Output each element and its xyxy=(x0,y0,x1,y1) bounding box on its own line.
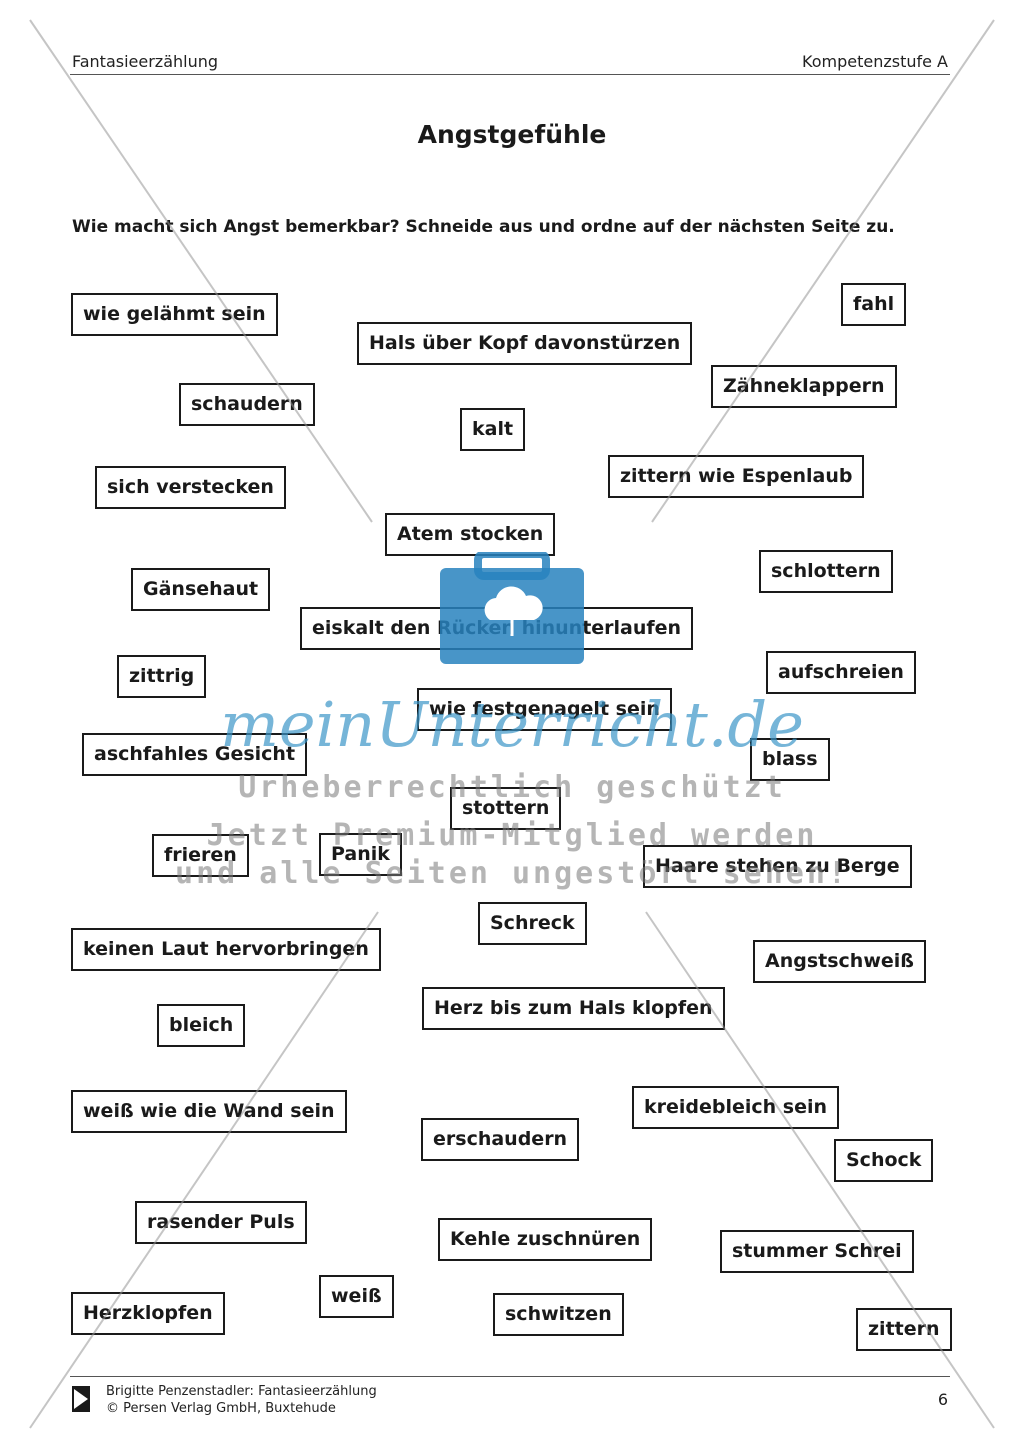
word-card: kreidebleich sein xyxy=(632,1086,840,1129)
word-card: frieren xyxy=(152,834,249,877)
word-card: schaudern xyxy=(179,383,315,426)
word-card: keinen Laut hervorbringen xyxy=(71,928,381,971)
word-card: schlottern xyxy=(759,550,893,593)
word-card: stottern xyxy=(450,787,562,830)
word-card: aufschreien xyxy=(766,651,916,694)
word-card: Gänsehaut xyxy=(131,568,271,611)
footer-author-line: Brigitte Penzenstadler: Fantasieerzählun… xyxy=(106,1384,377,1399)
word-card: stummer Schrei xyxy=(720,1230,914,1273)
word-card: zittern wie Espenlaub xyxy=(608,455,865,498)
word-card: Atem stocken xyxy=(385,513,556,556)
header-rule xyxy=(70,74,950,75)
word-card: Kehle zuschnüren xyxy=(438,1218,653,1261)
word-card: blass xyxy=(750,738,830,781)
word-card: Zähneklappern xyxy=(711,365,897,408)
word-card: Schreck xyxy=(478,902,587,945)
word-card: erschaudern xyxy=(421,1118,580,1161)
word-card: Hals über Kopf davonstürzen xyxy=(357,322,693,365)
footer-rule xyxy=(70,1376,950,1377)
word-card: zittrig xyxy=(117,655,207,698)
word-card: schwitzen xyxy=(493,1293,624,1336)
word-card: sich verstecken xyxy=(95,466,286,509)
word-card: wie gelähmt sein xyxy=(71,293,278,336)
word-card: aschfahles Gesicht xyxy=(82,733,308,776)
word-card: Angstschweiß xyxy=(753,940,926,983)
word-card: kalt xyxy=(460,408,526,451)
word-card: rasender Puls xyxy=(135,1201,307,1244)
instruction-text: Wie macht sich Angst bemerkbar? Schneide… xyxy=(72,217,895,237)
word-card: Panik xyxy=(319,833,402,876)
word-card: fahl xyxy=(841,283,907,326)
word-card: weiß xyxy=(319,1275,394,1318)
word-card: Herz bis zum Hals klopfen xyxy=(422,987,725,1030)
header-right: Kompetenzstufe A xyxy=(802,52,948,71)
publisher-logo-icon xyxy=(72,1386,90,1412)
word-card: weiß wie die Wand sein xyxy=(71,1090,347,1133)
word-card: wie festgenagelt sein xyxy=(417,688,672,731)
word-card: Herzklopfen xyxy=(71,1292,225,1335)
header-left: Fantasieerzählung xyxy=(72,52,219,71)
word-card: Schock xyxy=(834,1139,934,1182)
word-card: bleich xyxy=(157,1004,246,1047)
word-card: zittern xyxy=(856,1308,952,1351)
word-card: Haare stehen zu Berge xyxy=(643,845,912,888)
footer-copyright-line: © Persen Verlag GmbH, Buxtehude xyxy=(106,1401,336,1416)
word-card: eiskalt den Rücken hinunterlaufen xyxy=(300,607,694,650)
page-number: 6 xyxy=(937,1390,948,1409)
page-title: Angstgefühle xyxy=(417,120,607,149)
